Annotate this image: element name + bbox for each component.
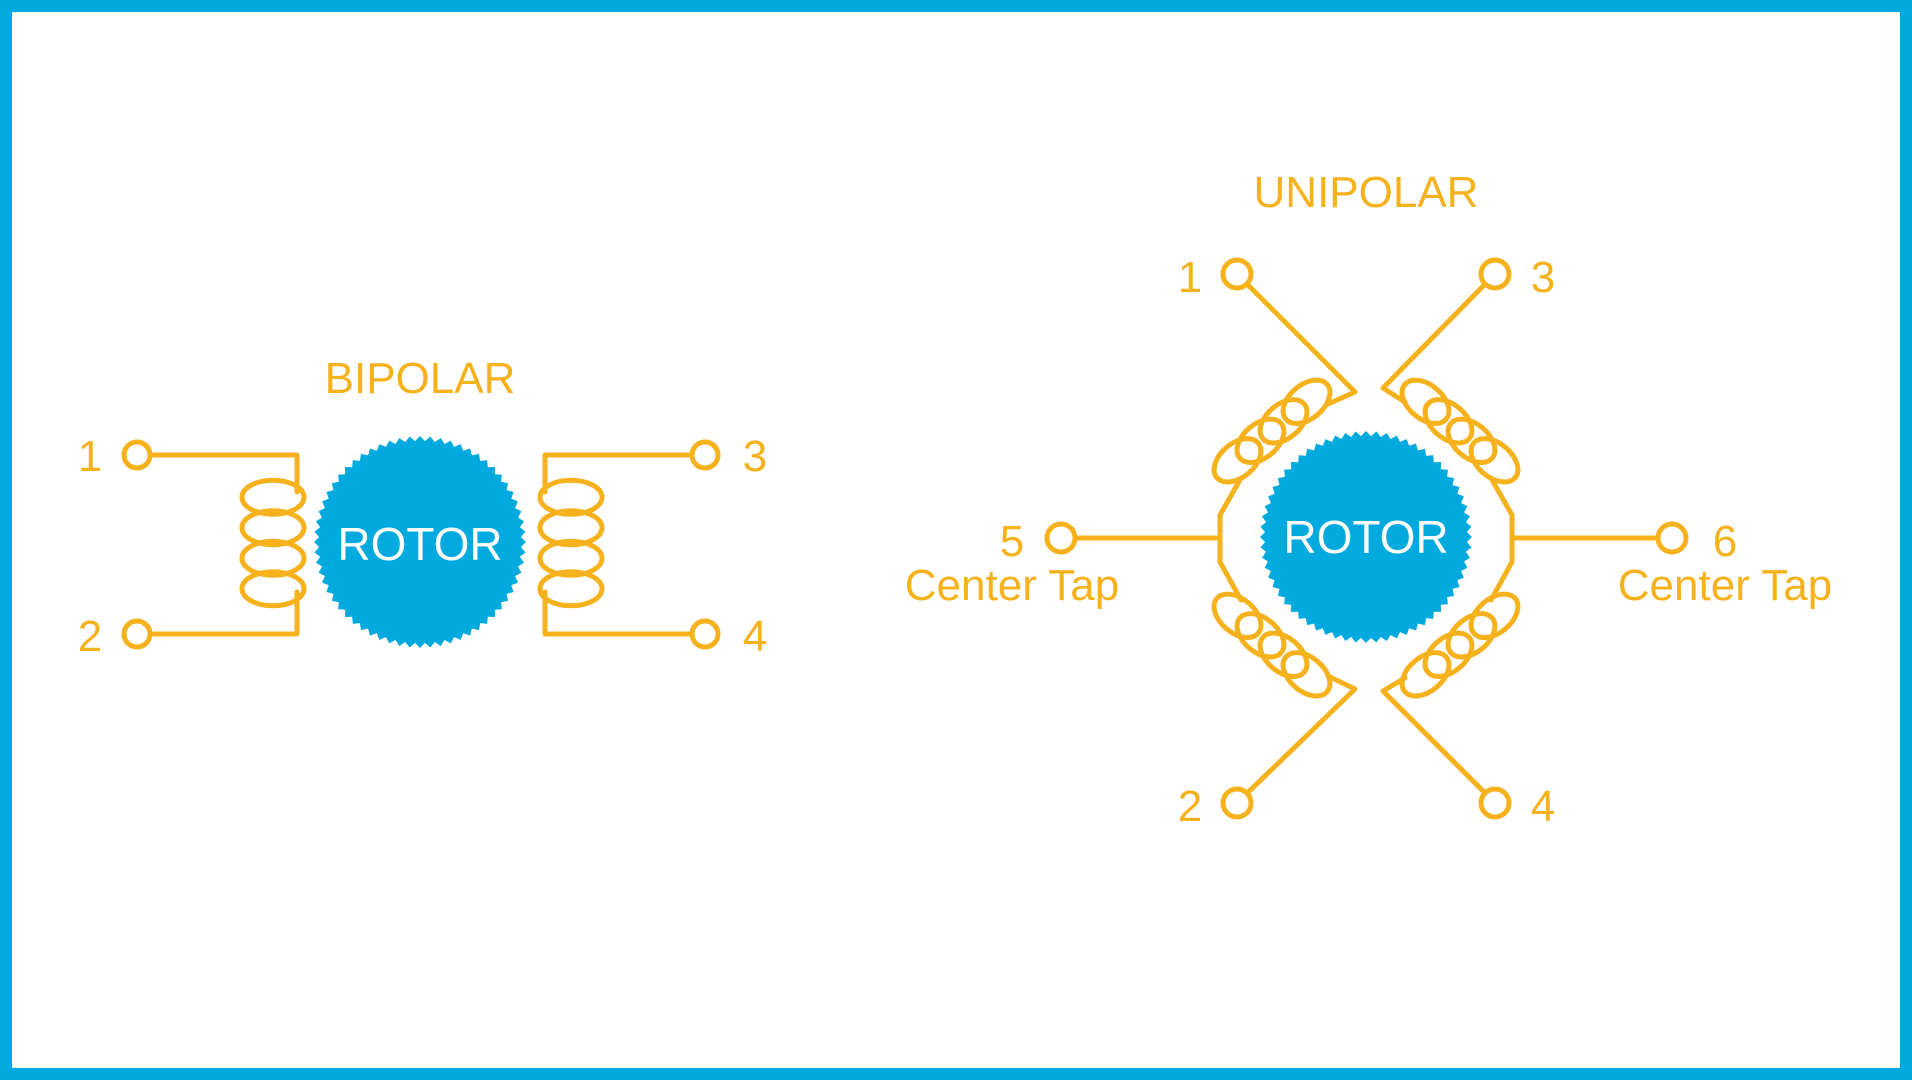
coil-loop (537, 508, 605, 548)
coil-loop (1211, 436, 1264, 485)
bipolar-wire-2 (134, 589, 300, 637)
bipolar-wire-4 (542, 589, 708, 637)
unipolar-terminal-4 (1478, 786, 1512, 820)
coil-loop (1399, 650, 1452, 699)
coil-loop (537, 477, 605, 517)
bipolar-wire-3 (542, 452, 708, 495)
bipolar-terminal-1 (121, 439, 153, 471)
unipolar-pin-2-label: 2 (1178, 782, 1202, 831)
coil-loop (537, 538, 605, 578)
coil-loop (1422, 397, 1475, 446)
unipolar-pin-3-label: 3 (1531, 253, 1555, 302)
coil-loop (1280, 650, 1333, 699)
bipolar-rotor-gear (314, 436, 526, 648)
coil-loop (239, 508, 307, 548)
unipolar-wire-1 (1234, 271, 1358, 407)
unipolar-terminal-5 (1044, 521, 1078, 555)
unipolar-rotor-gear (1260, 431, 1472, 643)
unipolar-coil-upper-left (1211, 377, 1333, 485)
coil-loop (1257, 630, 1310, 679)
unipolar-diagram: UNIPOLAR 1 2 3 4 5 6 Center Tap Center T… (905, 168, 1832, 831)
bipolar-terminal-2 (121, 618, 153, 650)
bipolar-pin-2-label: 2 (78, 612, 102, 661)
coil-loop (1280, 377, 1333, 426)
bipolar-right-winding: 3 4 (537, 432, 767, 661)
unipolar-pin-4-label: 4 (1531, 782, 1555, 831)
coil-loop (1399, 377, 1452, 426)
unipolar-pin-6-label: 6 (1713, 517, 1737, 566)
bipolar-terminal-3 (689, 439, 721, 471)
coil-loop (1445, 611, 1498, 660)
coil-loop (1257, 397, 1310, 446)
bipolar-pin-1-label: 1 (78, 432, 102, 481)
coil-loop (1234, 416, 1287, 465)
bipolar-left-winding: 1 2 (78, 432, 307, 661)
bipolar-diagram: BIPOLAR 1 2 3 4 ROTOR (78, 354, 767, 661)
bipolar-right-coil (537, 477, 605, 609)
unipolar-coil-lower-right (1399, 591, 1521, 699)
coil-loop (239, 569, 307, 609)
bipolar-pin-3-label: 3 (743, 432, 767, 481)
stepper-motor-diagram: BIPOLAR 1 2 3 4 ROTOR UNIPOLAR (78, 168, 1832, 831)
unipolar-center-tap-left-label: Center Tap (905, 561, 1119, 610)
unipolar-coil-upper-right (1399, 377, 1521, 485)
unipolar-coil-lower-left (1211, 591, 1333, 699)
bipolar-pin-4-label: 4 (743, 612, 767, 661)
coil-loop (239, 538, 307, 578)
unipolar-pin-1-label: 1 (1178, 253, 1202, 302)
coil-loop (1211, 591, 1264, 640)
unipolar-center-tap-right-label: Center Tap (1618, 561, 1832, 610)
unipolar-terminal-2 (1220, 786, 1254, 820)
bipolar-left-coil (239, 477, 307, 609)
unipolar-terminal-1 (1220, 257, 1254, 291)
unipolar-rotor-label: ROTOR (1283, 511, 1448, 563)
unipolar-wire-2 (1234, 673, 1358, 806)
unipolar-wire-3 (1380, 271, 1498, 405)
unipolar-terminal-3 (1478, 257, 1512, 291)
bipolar-rotor: ROTOR (314, 436, 526, 648)
coil-loop (537, 569, 605, 609)
unipolar-title: UNIPOLAR (1254, 168, 1479, 217)
bipolar-wire-1 (134, 452, 300, 495)
bipolar-title: BIPOLAR (325, 354, 516, 403)
unipolar-left-bus (1217, 475, 1244, 603)
coil-loop (1234, 611, 1287, 660)
bipolar-terminal-4 (689, 618, 721, 650)
coil-loop (1422, 630, 1475, 679)
coil-loop (1468, 591, 1521, 640)
coil-loop (1468, 436, 1521, 485)
coil-loop (239, 477, 307, 517)
unipolar-pin-5-label: 5 (1000, 517, 1024, 566)
bipolar-rotor-label: ROTOR (337, 518, 502, 570)
unipolar-terminal-6 (1655, 521, 1689, 555)
coil-loop (1445, 416, 1498, 465)
unipolar-right-bus (1488, 475, 1515, 603)
unipolar-wire-4 (1380, 675, 1498, 806)
unipolar-rotor: ROTOR (1260, 431, 1472, 643)
